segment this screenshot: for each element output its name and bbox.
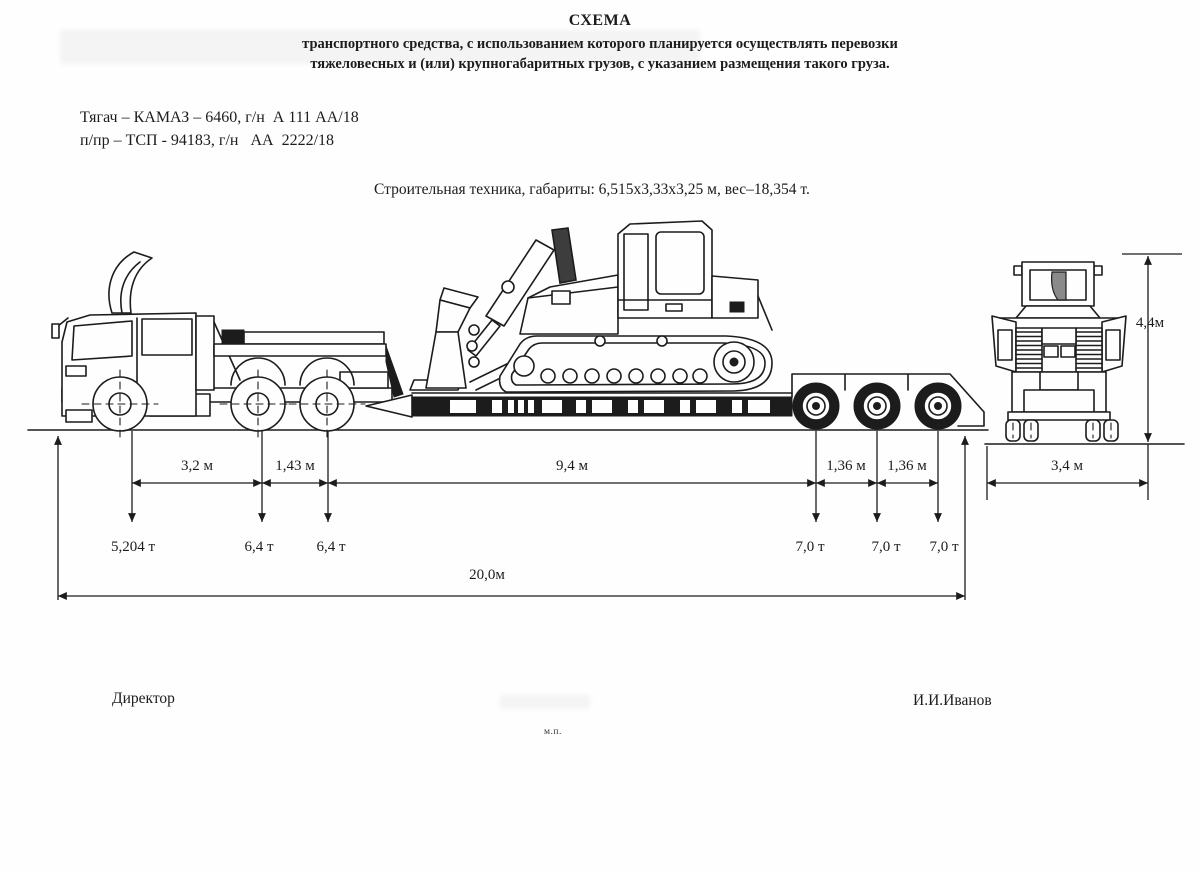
rear-fender-2 — [299, 357, 355, 386]
track-inner — [510, 342, 766, 386]
trailer-wheel-2 — [853, 382, 901, 430]
tractor-line: Тягач – КАМАЗ – 6460, г/н А 111 АА/18 — [80, 109, 359, 126]
director-label: Директор — [112, 690, 175, 707]
gooseneck-block — [221, 329, 245, 344]
rear-deck-vent — [729, 301, 745, 313]
subtitle-line-2: тяжеловесных и (или) крупногабаритных гр… — [310, 56, 890, 72]
cab-front-window — [623, 233, 649, 311]
hood-edge — [527, 286, 619, 299]
hood-vent — [551, 290, 571, 305]
top-roller-1 — [594, 335, 606, 347]
top-roller-2 — [656, 335, 668, 347]
mirror — [51, 323, 60, 339]
rv-mirror-right — [1093, 265, 1103, 276]
rv-track-right-hatch — [1075, 331, 1103, 369]
header-block: СХЕМА транспортного средства, с использо… — [0, 12, 1200, 74]
axle-load-label-4: 7,0 т — [795, 539, 825, 555]
rear-deck — [711, 275, 759, 319]
bulldozer-rear-view — [991, 261, 1127, 442]
trailer-wheel-1 — [792, 382, 840, 430]
exhaust-stack — [551, 227, 577, 284]
rv-bottom-plate — [1007, 411, 1111, 421]
rv-center-vent-1 — [1043, 345, 1059, 358]
rear-slope-line — [757, 295, 773, 331]
scan-artifact — [60, 30, 700, 64]
stamp-label: м.п. — [544, 727, 562, 737]
rv-mirror-left — [1013, 265, 1023, 276]
cargo-height-label: 4,4м — [1136, 315, 1165, 331]
dimension-labels: 3,2 м 1,43 м 9,4 м 1,36 м 1,36 м 3,4 м 4… — [111, 315, 1165, 583]
blade-pin-1 — [468, 324, 480, 336]
cargo-line: Строительная техника, габариты: 6,515х3,… — [374, 181, 810, 198]
signature-name: И.И.Иванов — [913, 692, 992, 709]
semitrailer-drawing — [213, 329, 985, 430]
front-step — [65, 409, 93, 423]
side-window — [141, 318, 193, 356]
truck-front-wheel — [81, 369, 159, 439]
deck-frame-cutouts — [450, 400, 770, 413]
rv-cab-base — [1015, 305, 1101, 319]
cab-rear-panel — [195, 315, 215, 391]
rv-carriage-center — [1039, 371, 1079, 391]
scan-artifact — [500, 695, 590, 709]
bulldozer-side-view — [409, 220, 773, 393]
cab-side-window — [655, 231, 705, 295]
axle-spacing-label-2: 1,43 м — [275, 458, 315, 474]
track-road-wheels — [540, 368, 708, 384]
axle-load-label-6: 7,0 т — [929, 539, 959, 555]
cab-handle — [665, 303, 683, 312]
cargo-width-label: 3,4 м — [1051, 458, 1084, 474]
axle-spacing-label-4: 1,36 м — [826, 458, 866, 474]
overall-length-label: 20,0м — [469, 567, 505, 583]
truck-drive-wheel-1 — [219, 369, 297, 439]
rv-fender-left-inset — [997, 329, 1013, 361]
axle-spacing-label-1: 3,2 м — [181, 458, 214, 474]
blade-body — [425, 331, 467, 389]
page-title: СХЕМА — [568, 12, 632, 29]
rv-center-vent-2 — [1060, 345, 1076, 358]
front-idler — [513, 355, 535, 377]
bogie-frame — [791, 373, 985, 427]
subtitle-line-1: транспортного средства, с использованием… — [302, 36, 898, 52]
rv-track-left-hatch — [1015, 331, 1043, 369]
rv-fender-right-inset — [1105, 329, 1121, 361]
rv-seat — [1051, 271, 1067, 301]
cylinder-pivot-pin — [501, 280, 515, 294]
blade-pin-2 — [466, 340, 478, 352]
axle-load-label-1: 5,204 т — [111, 539, 156, 555]
semitrailer-line: п/пр – ТСП - 94183, г/н АА 2222/18 — [80, 132, 335, 149]
rv-center-box — [1041, 327, 1077, 345]
trailer-wheel-3 — [914, 382, 962, 430]
headlight — [65, 365, 87, 377]
windshield — [71, 320, 133, 361]
rv-shanks — [1005, 419, 1119, 442]
rv-carriage-lower — [1023, 389, 1095, 413]
dimension-lines — [54, 253, 1182, 600]
rear-fender-1 — [230, 357, 286, 386]
gooseneck-upper-band — [243, 331, 385, 345]
tractor-drawing — [51, 251, 393, 439]
axle-load-label-3: 6,4 т — [316, 539, 346, 555]
truck-drive-wheel-2 — [288, 369, 366, 439]
vehicle-info-block: Тягач – КАМАЗ – 6460, г/н А 111 АА/18 п/п… — [80, 106, 359, 152]
axle-spacing-label-5: 1,36 м — [887, 458, 927, 474]
axle-load-label-2: 6,4 т — [244, 539, 274, 555]
drive-sprocket — [713, 341, 755, 383]
gooseneck-plate — [213, 343, 387, 357]
axle-load-label-5: 7,0 т — [871, 539, 901, 555]
gooseneck-support-wedge — [385, 345, 404, 398]
air-intake-snorkel — [108, 251, 153, 314]
blade-pin-3 — [468, 356, 480, 368]
axle-spacing-label-3: 9,4 м — [556, 458, 589, 474]
snorkel-inner-line — [120, 261, 141, 314]
